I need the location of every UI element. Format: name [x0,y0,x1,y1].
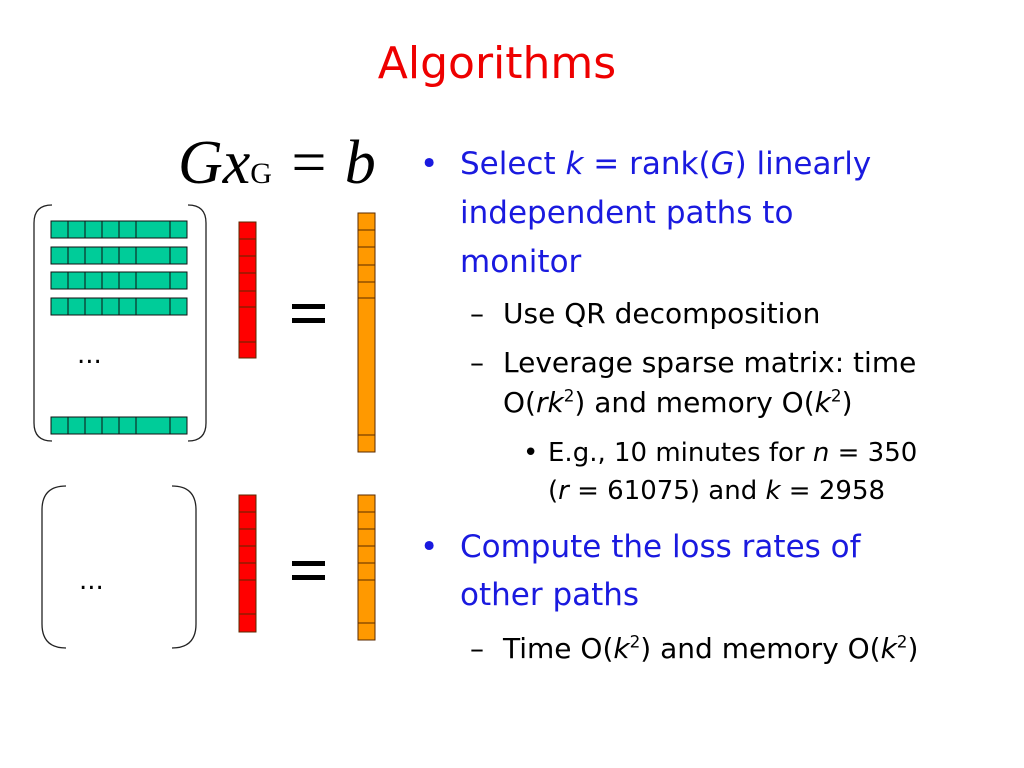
vector-b-subset [357,494,376,641]
slide-title: Algorithms [377,38,617,89]
text: 2 [563,385,575,406]
left-bracket [41,485,67,649]
text: k [565,146,584,182]
ellipsis-top: ... [77,340,102,370]
text: k [613,632,630,665]
sub-bullet-sparse-line-2: O(rk2) and memory O(k2) [503,386,853,419]
text: Select [460,146,566,182]
left-bracket [33,204,53,442]
text: r [558,476,569,506]
example-line-1: E.g., 10 minutes for n = 350 [548,438,917,468]
text: 2 [896,631,908,652]
text: = 61075) and [568,476,766,506]
sub-marker: – [470,346,484,379]
bullet-1-line-3: monitor [460,244,582,280]
bullet-1-line-1: Select k = rank(G) linearly [460,146,871,182]
text: n [812,438,830,468]
text: k [814,386,831,419]
bullet-marker: • [420,529,439,565]
text: O( [503,386,536,419]
text: ) [841,386,853,419]
text: k [880,632,897,665]
example-line-2: (r = 61075) and k = 2958 [548,476,885,506]
text: 2 [629,631,641,652]
text: = 2958 [780,476,886,506]
text: E.g., 10 minutes for [548,438,813,468]
matrix-diagram [33,204,376,649]
sub-marker: – [470,297,484,330]
eq-main: Gx [178,129,251,197]
text: k [765,476,781,506]
equals-sign-bar [292,304,325,309]
vector-b [357,212,376,453]
subsub-marker: • [523,438,539,468]
sub-marker: – [470,632,484,665]
bullet-2-line-1: Compute the loss rates of [460,529,861,565]
equals-sign-bar [292,318,325,323]
equals-sign-bar [292,575,325,580]
text: = 350 [829,438,918,468]
bullet-2-line-2: other paths [460,577,640,613]
eq-subscript: G [250,157,272,190]
text: Time O( [503,632,614,665]
right-bracket [187,204,207,442]
sub-bullet-qr: Use QR decomposition [503,297,821,330]
text: G [710,146,735,182]
text: ) linearly [734,146,872,182]
text: ( [548,476,559,506]
bullet-marker: • [420,146,439,182]
text: ) and memory O( [574,386,815,419]
sub-bullet-sparse-line-1: Leverage sparse matrix: time [503,346,917,379]
text: ) [907,632,919,665]
text: ) and memory O( [640,632,881,665]
equals-sign-bar [292,561,325,566]
sub-bullet-time: Time O(k2) and memory O(k2) [503,632,918,665]
bullet-1-line-2: independent paths to [460,195,794,231]
right-bracket [171,485,197,649]
vector-x [238,221,257,359]
equation: GxG = b [178,128,376,199]
text: = rank( [583,146,711,182]
eq-rest: = b [271,129,376,197]
text: rk [535,386,564,419]
text: 2 [830,385,842,406]
ellipsis-bottom: ... [79,566,104,596]
